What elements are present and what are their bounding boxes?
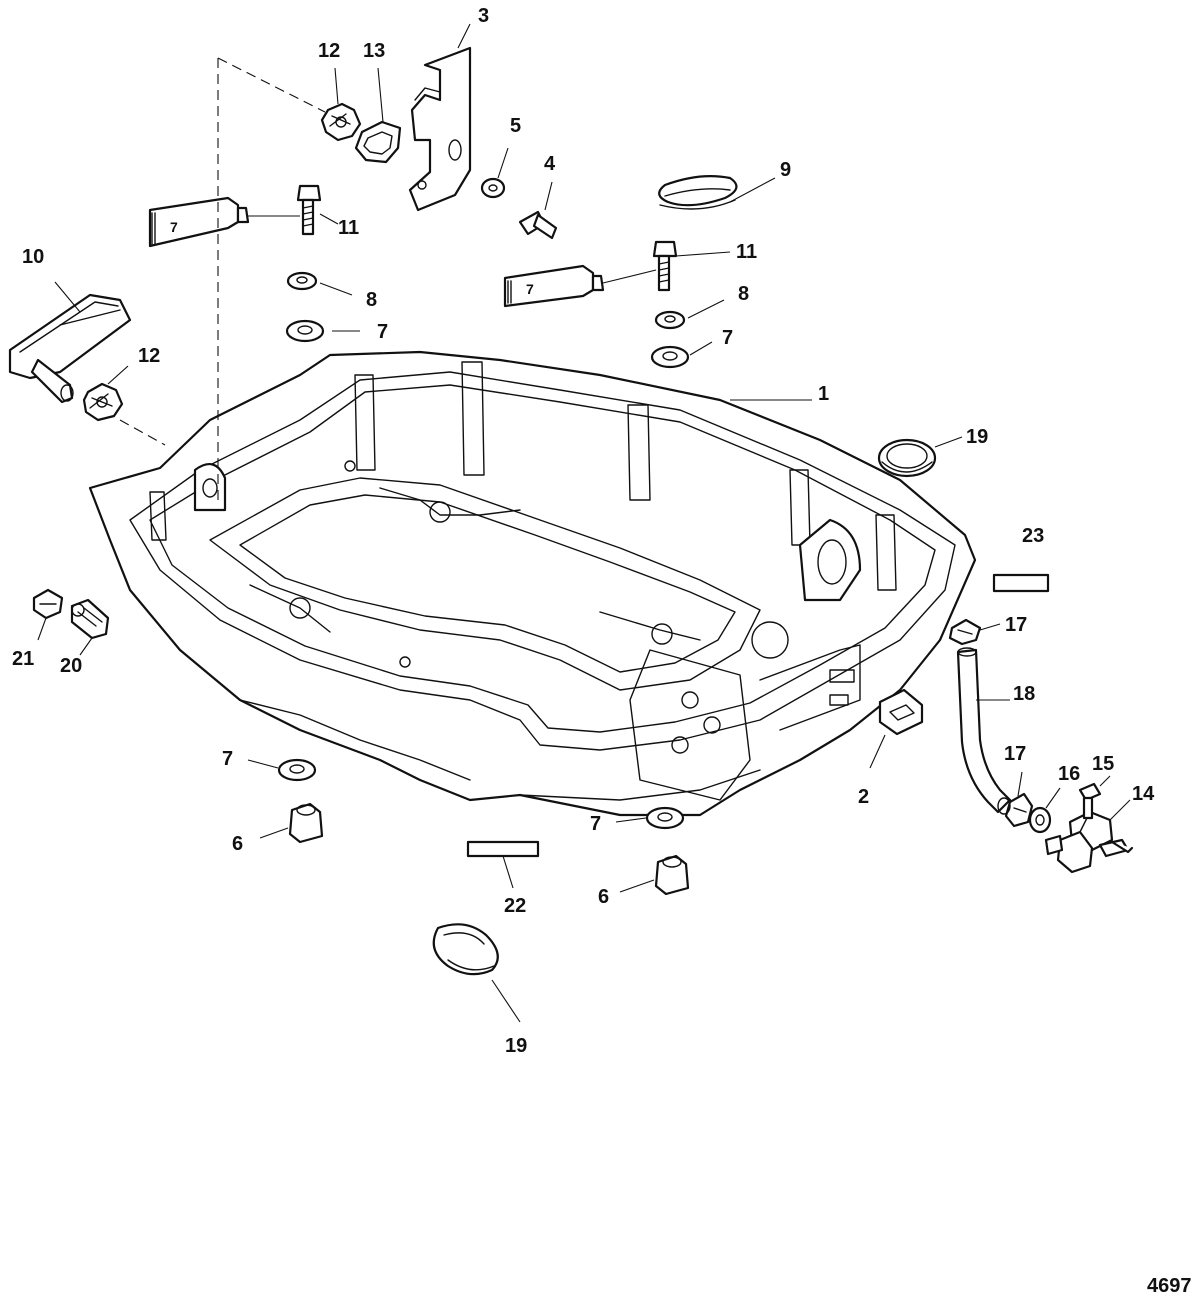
callout-2: 2 [858,786,869,808]
callout-9: 9 [780,159,791,181]
callout-12a: 12 [318,40,340,62]
callout-7c: 7 [222,748,233,770]
callout-7a: 7 [377,321,388,343]
washer-part [286,271,318,291]
callout-22: 22 [504,895,526,917]
washer-part [650,345,690,369]
assembly-line [217,57,326,113]
callout-3: 3 [478,5,489,27]
adhesive-tube-part: 7 [503,264,657,308]
clamp-part [1004,792,1034,828]
callout-11a: 11 [338,217,359,239]
washer-part [645,806,685,830]
callout-21: 21 [12,648,34,670]
callout-19b: 19 [505,1035,527,1057]
clip-part [82,382,124,422]
screw-part [518,210,558,240]
bracket-part [408,46,472,212]
callout-11b: 11 [736,241,757,263]
seal-part [432,923,499,976]
clamp-part [948,618,982,646]
decal-part [992,573,1050,593]
callout-17b: 17 [1004,743,1026,765]
callout-20: 20 [60,655,82,677]
callout-18: 18 [1013,683,1035,705]
grommet-part [877,438,937,478]
bolt-part [296,184,322,236]
callout-16: 16 [1058,763,1080,785]
hose-clamp-part [32,588,64,620]
washer-part [277,758,317,782]
bottom-cowl-part [88,350,977,817]
fuel-connector-part [1044,810,1134,874]
fitting-part [70,598,110,640]
callout-7d: 7 [590,813,601,835]
washer-part [285,319,325,343]
callout-4: 4 [544,153,556,175]
assembly-line [119,419,166,446]
seal-part [658,175,738,210]
adhesive-tube-part: 7 [148,196,300,248]
callout-14: 14 [1132,783,1155,805]
callout-8a: 8 [366,289,377,311]
tube-label: 7 [526,281,534,297]
figure-number: 4697 [1147,1275,1192,1297]
callout-12b: 12 [138,345,160,367]
callout-15: 15 [1092,753,1114,775]
mount-part [288,802,324,844]
tube-label: 7 [170,219,178,235]
washer-part [654,310,686,330]
bolt-part [652,240,678,292]
callout-6b: 6 [598,886,609,908]
callout-19a: 19 [966,426,988,448]
callout-6a: 6 [232,833,243,855]
callout-17a: 17 [1005,614,1027,636]
handle-part [8,293,132,404]
washer-part [480,177,506,199]
o-ring-part [1028,806,1052,834]
callout-7b: 7 [722,327,733,349]
clip-part [320,102,362,142]
callout-5: 5 [510,115,521,137]
callout-23: 23 [1022,525,1044,547]
screw-part [1078,782,1102,820]
callout-13: 13 [363,40,385,62]
grommet-part [878,688,924,736]
callout-8b: 8 [738,283,749,305]
hose-part [956,647,1012,815]
gasket-part [354,120,402,164]
callout-1: 1 [818,383,829,405]
callout-10: 10 [22,246,44,268]
mount-part [654,854,690,896]
decal-part [466,840,540,858]
